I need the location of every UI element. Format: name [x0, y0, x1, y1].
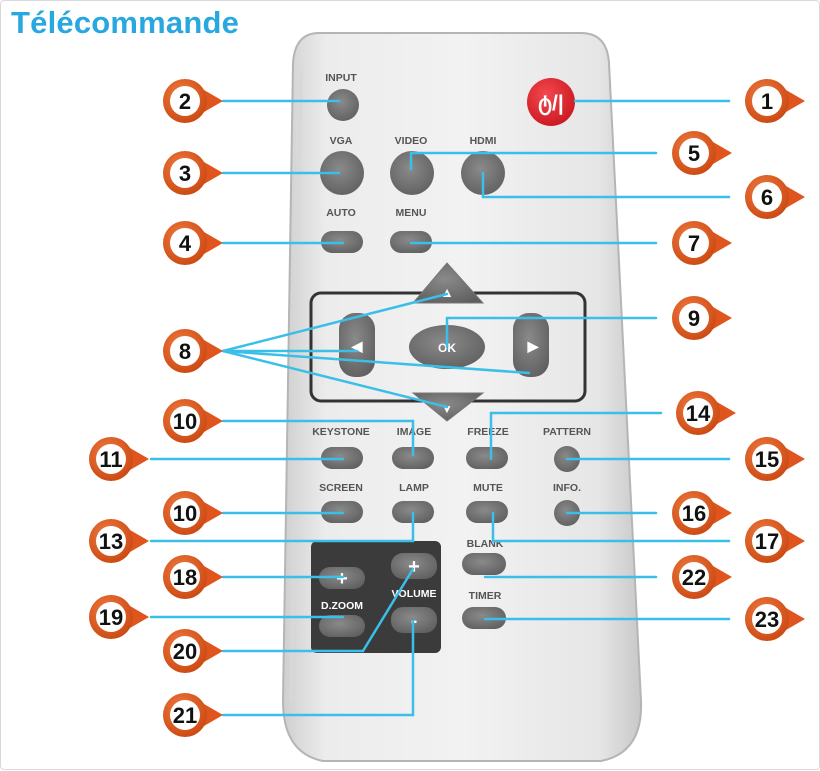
svg-text:17: 17	[755, 529, 779, 554]
callout-21: 21	[163, 693, 223, 737]
svg-text:3: 3	[179, 161, 191, 186]
svg-text:9: 9	[688, 306, 700, 331]
callout-11: 11	[89, 437, 149, 481]
volume-plus-icon: +	[408, 556, 420, 578]
svg-text:4: 4	[179, 231, 192, 256]
callout-19: 19	[89, 595, 149, 639]
mute-button[interactable]	[466, 501, 508, 523]
vga-button[interactable]	[320, 151, 364, 195]
leader-8-up	[221, 292, 449, 353]
callout-5: 5	[672, 131, 732, 175]
callout-22: 22	[672, 555, 732, 599]
svg-text:2: 2	[179, 89, 191, 114]
freeze-button[interactable]	[466, 447, 508, 469]
leader-8-right	[221, 349, 531, 375]
svg-text:1: 1	[761, 89, 773, 114]
svg-text:6: 6	[761, 185, 773, 210]
callout-1: 1	[745, 79, 805, 123]
dzoom-minus-button[interactable]	[319, 615, 365, 637]
svg-text:15: 15	[755, 447, 779, 472]
svg-text:8: 8	[179, 339, 191, 364]
callout-18: 18	[163, 555, 223, 599]
label-freeze: FREEZE	[467, 426, 508, 438]
label-pattern: PATTERN	[543, 426, 591, 438]
svg-text:20: 20	[173, 639, 197, 664]
callout-9: 9	[672, 296, 732, 340]
label-lamp: LAMP	[399, 482, 429, 494]
up-arrow-icon: ▲	[440, 284, 454, 300]
label-vga: VGA	[330, 135, 353, 147]
svg-text:10: 10	[173, 409, 197, 434]
power-button[interactable]	[527, 78, 575, 126]
label-video: VIDEO	[395, 135, 428, 147]
label-auto: AUTO	[326, 207, 356, 219]
svg-text:14: 14	[686, 401, 711, 426]
blank-button[interactable]	[462, 553, 506, 575]
power-icon: ტ/|	[538, 92, 563, 116]
label-input: INPUT	[325, 72, 357, 84]
svg-text:19: 19	[99, 605, 123, 630]
label-dzoom: D.ZOOM	[321, 600, 363, 612]
callout-13: 13	[89, 519, 149, 563]
svg-text:10: 10	[173, 501, 197, 526]
svg-text:5: 5	[688, 141, 700, 166]
down-arrow-icon: ▼	[441, 402, 453, 416]
up-arrow-button[interactable]	[411, 262, 485, 304]
label-mute: MUTE	[473, 482, 503, 494]
label-info: INFO.	[553, 482, 581, 494]
callout-15: 15	[745, 437, 805, 481]
remote-body-edge	[289, 70, 303, 702]
label-menu: MENU	[396, 207, 427, 219]
callout-16: 16	[672, 491, 732, 535]
svg-text:22: 22	[682, 565, 706, 590]
volume-plus-button[interactable]	[391, 553, 437, 579]
input-button[interactable]	[327, 89, 359, 121]
leader-20-diag	[361, 567, 415, 653]
volume-minus-button[interactable]	[391, 607, 437, 633]
right-arrow-icon: ▶	[527, 338, 540, 354]
svg-text:23: 23	[755, 607, 779, 632]
video-button[interactable]	[390, 151, 434, 195]
callout-6: 6	[745, 175, 805, 219]
callout-8: 8	[163, 329, 223, 373]
label-keystone: KEYSTONE	[312, 426, 370, 438]
svg-text:21: 21	[173, 703, 197, 728]
timer-button[interactable]	[462, 607, 506, 629]
label-screen: SCREEN	[319, 482, 363, 494]
page-title: Télécommande	[11, 5, 240, 40]
image-button[interactable]	[392, 447, 434, 469]
callout-23: 23	[745, 597, 805, 641]
label-timer: TIMER	[469, 590, 502, 602]
svg-text:18: 18	[173, 565, 197, 590]
callout-10b: 10	[163, 491, 223, 535]
callout-4: 4	[163, 221, 223, 265]
leader-lines	[149, 99, 731, 717]
svg-text:16: 16	[682, 501, 706, 526]
leader-8-down	[221, 349, 449, 409]
callout-10a: 10	[163, 399, 223, 443]
dzoom-plus-icon: +	[336, 568, 348, 590]
callout-17: 17	[745, 519, 805, 563]
label-volume: VOLUME	[392, 588, 437, 600]
svg-text:13: 13	[99, 529, 123, 554]
right-arrow-button[interactable]	[513, 313, 549, 377]
callout-2: 2	[163, 79, 223, 123]
svg-text:7: 7	[688, 231, 700, 256]
callout-3: 3	[163, 151, 223, 195]
callout-7: 7	[672, 221, 732, 265]
callout-20: 20	[163, 629, 223, 673]
svg-text:11: 11	[99, 447, 122, 472]
label-hdmi: HDMI	[470, 135, 497, 147]
callout-14: 14	[676, 391, 736, 435]
